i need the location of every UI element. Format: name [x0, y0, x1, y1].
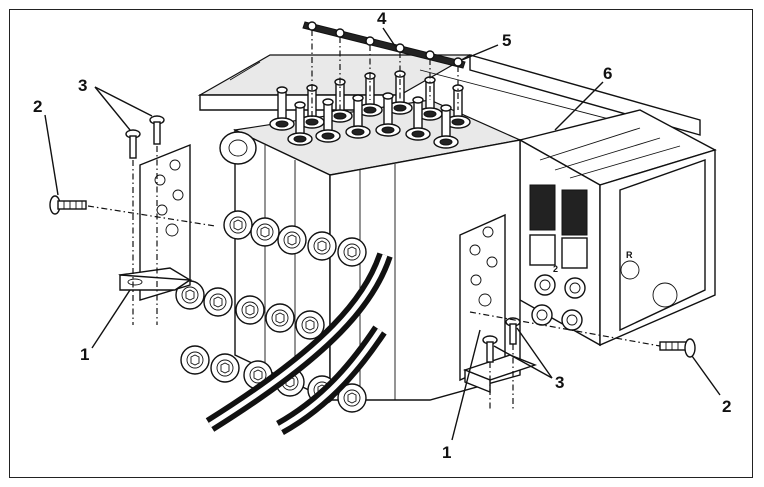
callout-5: 5	[502, 31, 511, 50]
callout-1-left: 1	[80, 345, 89, 364]
callout-4: 4	[377, 9, 387, 28]
pilot-pin	[345, 94, 371, 139]
pilot-pins	[269, 70, 471, 149]
pilot-pin	[287, 101, 313, 146]
fitting	[295, 310, 325, 340]
pilot-pin	[433, 104, 459, 149]
pilot-pin	[315, 98, 341, 143]
assembly-axes	[87, 30, 661, 410]
fitting	[307, 231, 337, 261]
fitting	[337, 383, 367, 413]
port-r-fitting	[620, 260, 640, 280]
port-2-label: 2	[553, 264, 558, 274]
valve-block-right: R 2	[518, 109, 717, 347]
port-r-label: R	[626, 250, 633, 260]
fitting	[235, 295, 265, 325]
air-hoses	[205, 252, 393, 435]
pilot-pin	[269, 86, 295, 131]
mounting-bracket-left	[118, 143, 193, 301]
manifold-rail-back	[197, 54, 701, 141]
screw-3-right-a	[482, 335, 498, 363]
pilot-pin	[405, 96, 431, 141]
callout-2-right: 2	[722, 397, 731, 416]
leader-lines	[44, 27, 721, 441]
screw-2-right	[659, 338, 696, 358]
callout-3-right: 3	[555, 373, 564, 392]
callout-6: 6	[603, 64, 612, 83]
callout-2-left: 2	[33, 97, 42, 116]
fitting	[265, 303, 295, 333]
callout-1-right: 1	[442, 443, 451, 462]
fitting	[277, 225, 307, 255]
fitting	[337, 237, 367, 267]
fitting	[223, 210, 253, 240]
screw-3-left-b	[149, 115, 165, 145]
screw-2-left	[49, 195, 87, 215]
callout-3-left: 3	[78, 76, 87, 95]
pin-retaining-bar	[302, 21, 466, 69]
diagram-frame	[9, 9, 753, 478]
pilot-pin	[375, 92, 401, 137]
screw-3-left-a	[125, 129, 141, 159]
fitting	[210, 353, 240, 383]
fitting	[180, 345, 210, 375]
fitting	[250, 217, 280, 247]
fitting	[203, 287, 233, 317]
